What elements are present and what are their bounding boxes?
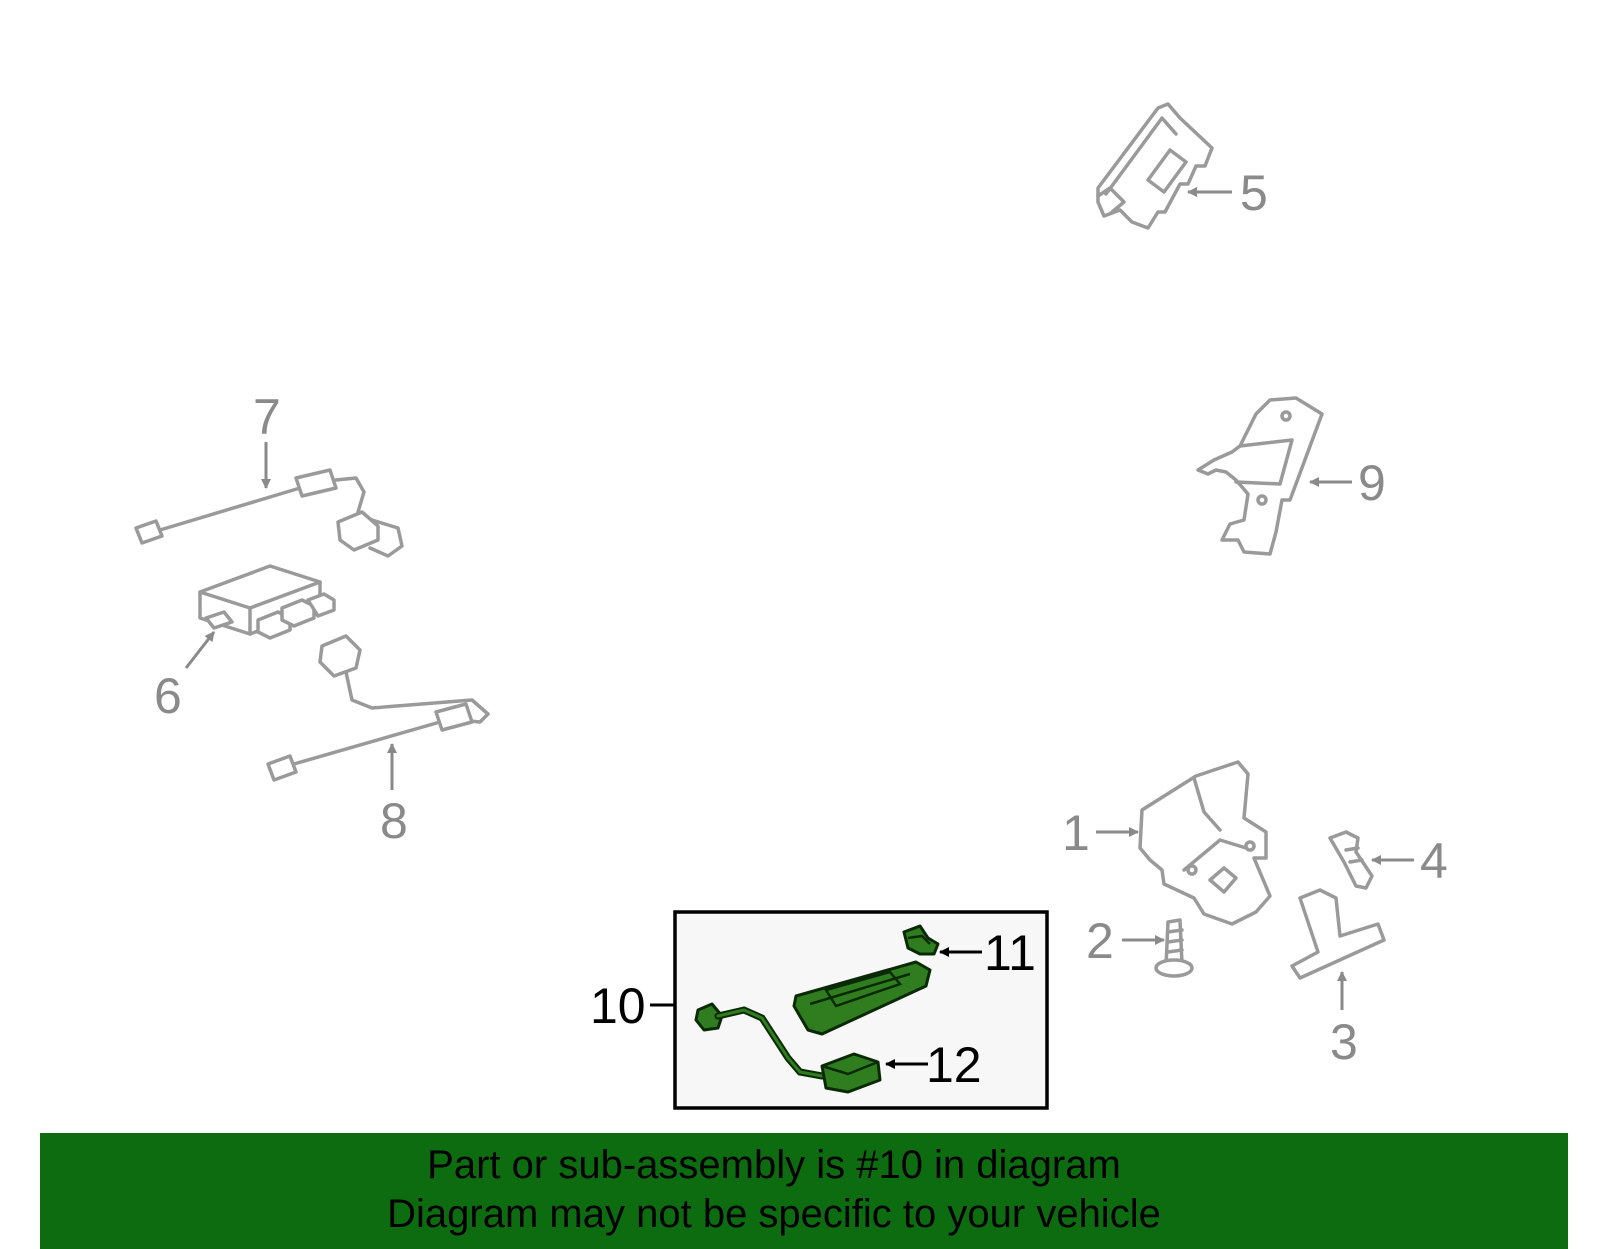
part-7-cable[interactable] xyxy=(134,468,404,558)
part-8-cable[interactable] xyxy=(266,634,490,782)
callout-7: 7 xyxy=(253,389,281,445)
banner-line-2: Diagram may not be specific to your vehi… xyxy=(387,1192,1161,1236)
callout-10: 10 xyxy=(590,978,646,1034)
part-4-clip[interactable] xyxy=(1328,830,1374,890)
callout-11: 11 xyxy=(984,925,1036,981)
callout-5: 5 xyxy=(1240,165,1268,221)
callout-4: 4 xyxy=(1420,833,1448,889)
part-11-clip[interactable] xyxy=(902,924,940,956)
part-5-module[interactable] xyxy=(1096,102,1214,230)
part-6-control-unit[interactable] xyxy=(198,564,336,640)
callout-2: 2 xyxy=(1086,913,1114,969)
part-12-harness[interactable] xyxy=(694,1002,882,1094)
info-banner: Part or sub-assembly is #10 in diagram D… xyxy=(40,1133,1568,1249)
callout-6: 6 xyxy=(154,668,182,724)
callout-8: 8 xyxy=(380,793,408,849)
banner-line-1: Part or sub-assembly is #10 in diagram xyxy=(427,1143,1121,1187)
part-1-latch[interactable] xyxy=(1138,760,1272,926)
callout-3: 3 xyxy=(1330,1014,1358,1070)
part-2-bolt[interactable] xyxy=(1154,918,1194,978)
callout-9: 9 xyxy=(1358,455,1386,511)
part-10-housing[interactable] xyxy=(792,960,932,1036)
part-3-striker[interactable] xyxy=(1290,888,1386,980)
callout-1: 1 xyxy=(1062,805,1090,861)
leader-6 xyxy=(184,631,216,669)
part-9-bracket[interactable] xyxy=(1196,396,1324,556)
callout-12: 12 xyxy=(926,1037,982,1093)
